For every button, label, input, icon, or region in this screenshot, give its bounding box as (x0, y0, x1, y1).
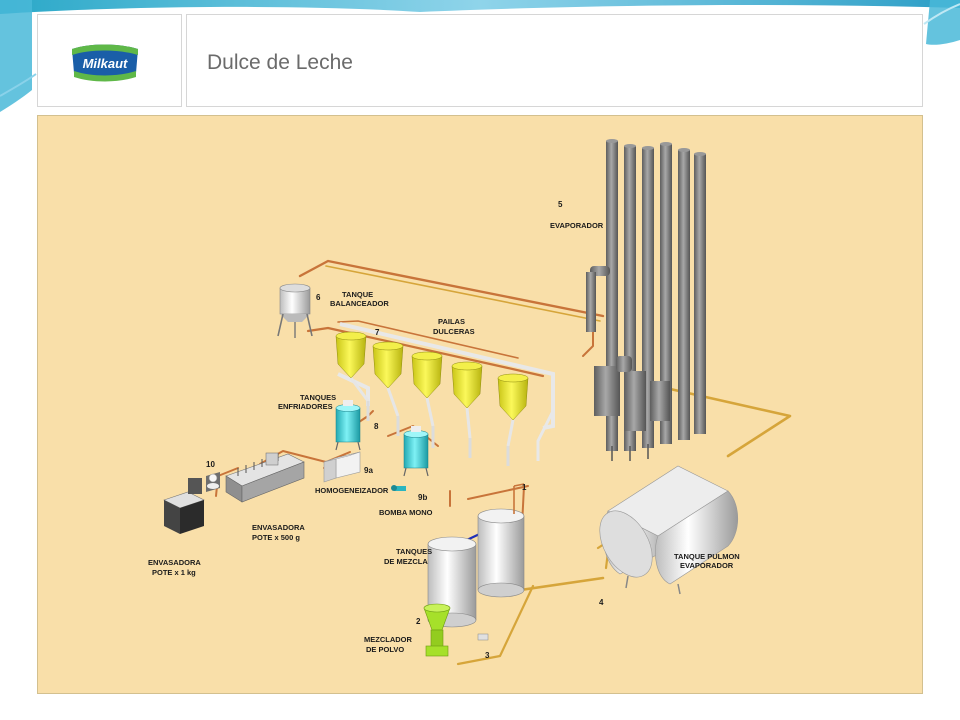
header-title-panel: Dulce de Leche (186, 14, 923, 107)
enfriadores-label-1: TANQUES (300, 393, 336, 402)
envasadora-500-label-2: POTE x 500 g (252, 533, 300, 542)
pulmon-number: 4 (599, 598, 604, 607)
milkaut-logo: Milkaut (72, 44, 138, 82)
pailas-label-2: DULCERAS (433, 327, 475, 336)
process-diagram: 5 EVAPORADOR 6 TANQUE BALANCEADOR (37, 115, 923, 694)
homogeneizador-number: 9a (364, 466, 373, 475)
pulmon-label-1: TANQUE PULMON (674, 552, 740, 561)
pailas-dulceras (335, 322, 555, 466)
pailas-label-1: PAILAS (438, 317, 465, 326)
plant-schematic: 5 EVAPORADOR 6 TANQUE BALANCEADOR (148, 139, 792, 666)
tanques-enfriadores (335, 400, 429, 477)
tanque-balanceador-number: 6 (316, 293, 321, 302)
mezclador-label-1: MEZCLADOR (364, 635, 412, 644)
paila-3 (411, 351, 443, 448)
envasadora-number: 10 (206, 460, 215, 469)
paila-2 (372, 341, 404, 436)
envasadora-1kg-label-1: ENVASADORA (148, 558, 201, 567)
enfriadores-label-2: ENFRIADORES (278, 402, 333, 411)
page-title: Dulce de Leche (207, 51, 353, 74)
mezcla-number: 1 (522, 483, 527, 492)
envasadora-1kg-label-2: POTE x 1 kg (152, 568, 196, 577)
evaporador-label: EVAPORADOR (550, 221, 604, 230)
tanques-de-mezcla (427, 483, 525, 628)
bomba-mono (391, 485, 406, 491)
envasadora-500-label-1: ENVASADORA (252, 523, 305, 532)
tanque-balanceador (277, 283, 313, 338)
envasadora-500g (225, 452, 305, 503)
mezcla-label-1: TANQUES (396, 547, 432, 556)
evaporator (586, 139, 706, 461)
paila-4 (451, 361, 483, 458)
enfriadores-number: 8 (374, 422, 379, 431)
evaporador-number: 5 (558, 200, 563, 209)
tanque-balanceador-label-1: TANQUE (342, 290, 373, 299)
bomba-3 (477, 633, 489, 641)
bomba-mono-label: BOMBA MONO (379, 508, 433, 517)
homogeneizador (323, 451, 361, 483)
pulmon-label-2: EVAPORADOR (680, 561, 734, 570)
mezclador-de-polvo (423, 603, 451, 657)
pailas-number: 7 (375, 328, 380, 337)
tanque-balanceador-label-2: BALANCEADOR (330, 299, 389, 308)
brand-logo-panel: Milkaut (37, 14, 182, 107)
brand-name: Milkaut (83, 56, 128, 71)
bomba-3-number: 3 (485, 651, 490, 660)
mezclador-number: 2 (416, 617, 421, 626)
bomba-mono-number: 9b (418, 493, 427, 502)
mezclador-label-2: DE POLVO (366, 645, 404, 654)
paila-5 (497, 373, 529, 466)
paila-1 (335, 331, 370, 421)
tanque-pulmon-evaporador (599, 465, 739, 595)
envasadora-1kg (163, 472, 220, 534)
mezcla-label-2: DE MEZCLA (384, 557, 428, 566)
homogeneizador-label: HOMOGENEIZADOR (315, 486, 389, 495)
